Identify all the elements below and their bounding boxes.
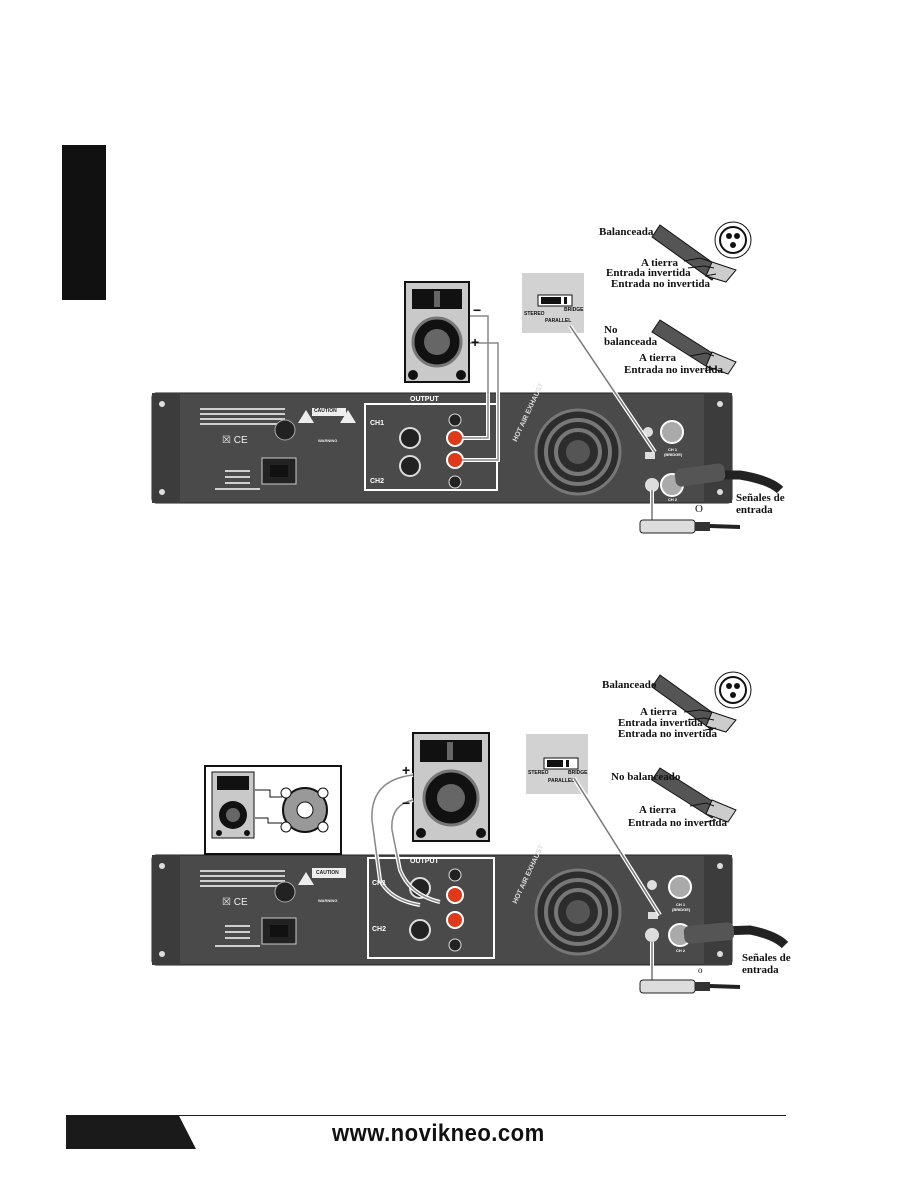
label-or-2: o [698,965,703,975]
label-ground-2a: A tierra [640,706,677,718]
svg-text:☒ CE: ☒ CE [222,435,248,446]
label-or-1: O [695,503,703,515]
label-noninverted-1a: Entrada no invertida [611,278,711,290]
mode-switch-box-1 [522,273,584,333]
jack-plug-2 [639,942,741,994]
speakon-inset [204,765,342,855]
speaker-cabinet-2 [412,732,490,842]
label-noninverted-1b: Entrada no invertida [624,364,724,376]
label-signals-2b: entrada [742,964,779,976]
section-tab [62,145,106,300]
label-unbalanced-1b: balanceada [604,336,658,348]
label-inverted-1: Entrada invertida [606,267,691,279]
xlr-cable-1 [680,470,784,494]
label-balanced-2: Balanceado [602,679,657,691]
footer-tab [66,1116,196,1149]
label-ground-1b: A tierra [639,352,676,364]
website-url[interactable]: www.novikneo.com [332,1120,545,1147]
label-signals-1a: Señales de [736,492,785,504]
label-ground-1a: A tierra [641,257,678,269]
label-balanced-1: Balanceada [599,226,654,238]
amplifier-rear-panel-1: ☒ CE [151,392,733,504]
speaker-cabinet-1 [404,281,470,383]
footer-rule [66,1115,786,1116]
label-ground-2b: A tierra [639,804,676,816]
svg-text:☒ CE: ☒ CE [222,897,248,908]
label-unbalanced-1a: No [604,324,618,336]
amplifier-rear-panel-2: ☒ CE [151,854,733,966]
label-unbalanced-2: No balanceado [611,771,681,783]
label-signals-2a: Señales de [742,952,791,964]
label-inverted-2: Entrada invertida [618,717,703,729]
jack-plug-1 [639,490,741,534]
label-noninverted-2a: Entrada no invertida [618,728,718,740]
label-noninverted-2b: Entrada no invertida [628,817,728,829]
label-signals-1b: entrada [736,504,773,516]
balanced-jack-plug-icon-2 [651,671,752,733]
xlr-cable-2 [689,925,789,949]
